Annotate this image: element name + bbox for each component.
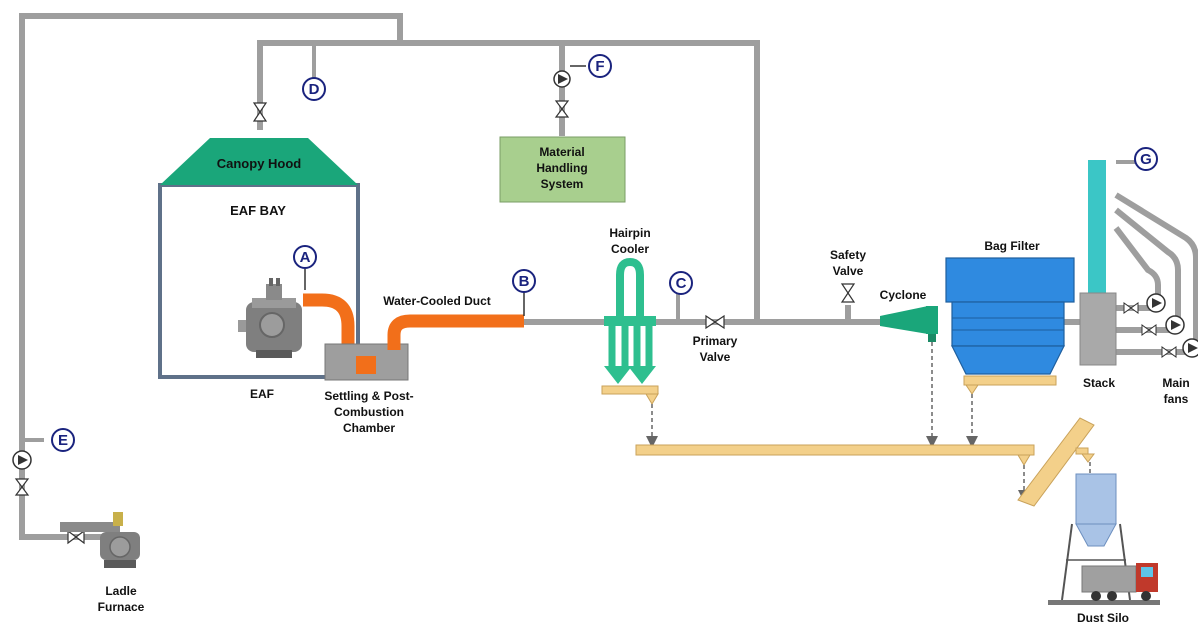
dust-silo-label: Dust Silo [1077,611,1129,625]
eaf-label: EAF [250,387,274,401]
marker-a: A [293,245,317,290]
fan-return-2 [1114,207,1181,320]
water-cooled-duct-label: Water-Cooled Duct [383,294,491,308]
hairpin-label-line2: Cooler [611,242,649,256]
marker-e: E [51,428,75,452]
svg-text:B: B [519,273,530,290]
material-label-line1: Material [539,145,584,159]
eaf-bay-label: EAF BAY [230,203,286,218]
eaf-elbow-duct [303,293,355,350]
fan-return-1 [1113,226,1161,298]
settling-label-line1: Settling & Post- [324,389,413,403]
hairpin-cooler [601,257,659,405]
svg-text:F: F [595,58,604,75]
svg-text:C: C [676,275,687,292]
conveyor-outlet [1017,454,1031,466]
stack [1079,160,1117,366]
safety-valve-label-line1: Safety [830,248,866,262]
safety-valve-icon [840,283,856,303]
water-cooled-duct [387,314,524,350]
svg-text:E: E [58,432,68,449]
top-header-pipe [257,40,760,322]
ladle-furnace-label-line1: Ladle [105,584,137,598]
material-label-line3: System [541,177,584,191]
cyclone-label: Cyclone [880,288,927,302]
marker-b: B [512,269,536,316]
ladle-fan-icon [12,450,32,470]
main-fans-label-line1: Main [1162,376,1189,390]
settling-label-line3: Chamber [343,421,395,435]
settling-chamber-door [356,356,376,374]
hairpin-label-line1: Hairpin [609,226,650,240]
canopy-hood-label: Canopy Hood [217,156,302,171]
ladle-furnace-icon [60,512,140,568]
fan-return-3 [1114,192,1198,340]
material-handling-box [499,136,626,203]
cyclone [880,306,938,342]
main-fan-3-icon [1161,338,1198,358]
svg-text:G: G [1140,151,1152,168]
bag-filter [945,257,1075,395]
dust-truck-icon [1081,563,1158,601]
main-fan-1-icon [1123,293,1166,314]
marker-f: F [570,54,612,78]
main-fans-label-line2: fans [1164,392,1189,406]
inclined-conveyor-outlet [1081,453,1095,463]
main-fan-2-icon [1141,315,1185,336]
safety-valve-label-line2: Valve [833,264,864,278]
ladle-furnace-pipe [19,13,403,540]
svg-text:A: A [300,249,311,266]
ladle-valve-1-icon [14,478,30,496]
settling-label-line2: Combustion [334,405,404,419]
marker-d: D [302,77,326,101]
eaf-furnace-icon [238,278,302,358]
primary-valve-label-line1: Primary [693,334,738,348]
primary-valve-icon [705,314,725,330]
material-fan-icon [553,70,571,88]
pipe-network [19,13,1198,540]
bag-filter-label: Bag Filter [984,239,1040,253]
material-label-line2: Handling [536,161,587,175]
primary-valve-label-line2: Valve [700,350,731,364]
marker-c: C [669,271,693,295]
canopy-hood [160,138,358,185]
ladle-furnace-label-line2: Furnace [98,600,145,614]
ladle-valve-2-icon [67,529,85,545]
main-conveyor [635,444,1035,456]
inclined-conveyor [1017,417,1095,507]
canopy-valve-icon [252,102,268,122]
stack-label: Stack [1083,376,1115,390]
marker-g: G [1134,147,1158,171]
material-valve-icon [554,100,570,118]
svg-text:D: D [309,81,320,98]
inclined-conveyor-head [1075,447,1089,455]
